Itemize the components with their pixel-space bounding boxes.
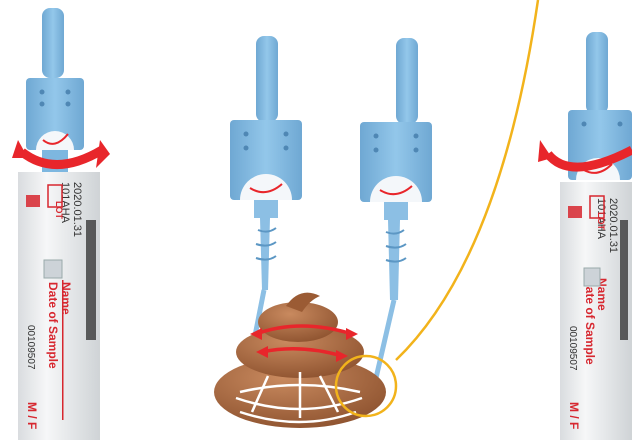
- right-barcode: [620, 220, 628, 340]
- left-name-label: Name: [59, 282, 73, 315]
- probe-left-stick: [256, 36, 278, 122]
- right-sex-label: M / F: [567, 402, 581, 429]
- probe-right: [360, 38, 432, 411]
- right-expiry-date: 2020.01.31: [607, 198, 619, 253]
- right-date-label: Date of Sample: [583, 278, 597, 365]
- left-serial: 00109507: [25, 325, 36, 370]
- left-barcode: [86, 220, 96, 340]
- probe-right-stick: [396, 38, 418, 124]
- left-cap-stick: [42, 8, 64, 78]
- right-sample-tube: 101AHA 2020.01.31 Name Date of Sample 00…: [538, 32, 632, 440]
- right-window: [584, 268, 600, 286]
- left-sample-tube: 101AHA 2020.01.31 Name Date of Sample 00…: [12, 8, 110, 440]
- left-sex-label: M / F: [25, 402, 39, 429]
- stool-sample-icon: [214, 293, 396, 428]
- left-date-label: Date of Sample: [46, 282, 60, 369]
- hourglass-icon: [26, 195, 40, 207]
- right-lot-label: LOT: [596, 212, 606, 230]
- left-lot-label: LOT: [54, 201, 64, 219]
- right-cap-stick: [586, 32, 608, 114]
- left-window: [44, 260, 62, 278]
- left-expiry-date: 2020.01.31: [71, 182, 83, 237]
- right-serial: 00109507: [567, 326, 578, 371]
- hourglass-icon-right: [568, 206, 582, 218]
